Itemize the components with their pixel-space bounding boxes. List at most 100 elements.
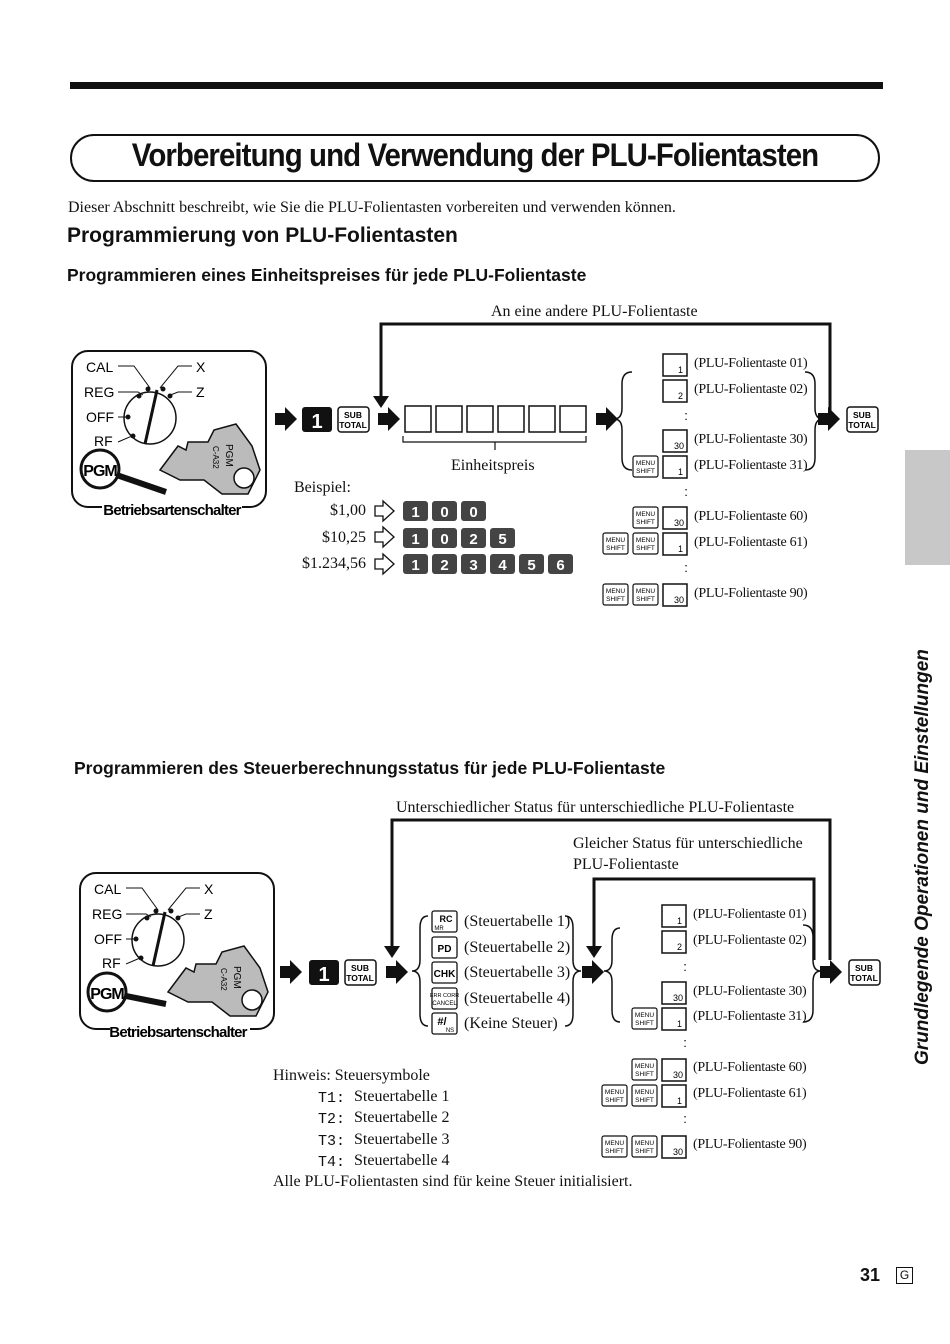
svg-text:1: 1: [677, 916, 682, 926]
tax-symbol-code: T4:: [318, 1154, 346, 1171]
svg-text:SHIFT: SHIFT: [636, 468, 655, 475]
svg-text:ERR CORR: ERR CORR: [430, 993, 459, 999]
plu-label: (PLU-Folientaste 61): [694, 535, 808, 550]
svg-text:TOTAL: TOTAL: [339, 420, 367, 430]
mode-x-label: X: [196, 359, 206, 375]
top-rule: [70, 82, 883, 89]
flow-row-1: 1 SUB TOTAL SUB TOTAL: [275, 322, 879, 471]
tax-symbol-code: T1:: [318, 1090, 346, 1107]
mode-reg-label: REG: [84, 384, 114, 400]
svg-text:SUB: SUB: [351, 963, 369, 973]
svg-text:1: 1: [318, 964, 329, 986]
svg-text:30: 30: [674, 441, 684, 451]
svg-text:SHIFT: SHIFT: [635, 1020, 654, 1027]
svg-text:REG: REG: [92, 906, 122, 922]
svg-text:SHIFT: SHIFT: [606, 596, 625, 603]
chapter-tab: [905, 450, 950, 565]
page-language-letter: G: [896, 1267, 913, 1284]
svg-text:CANCEL: CANCEL: [432, 1001, 457, 1007]
tax-symbol-code: T2:: [318, 1111, 346, 1128]
svg-text:1: 1: [411, 557, 419, 574]
svg-text:MENU: MENU: [606, 537, 625, 544]
section2-heading: Programmieren des Steuerberechnungsstatu…: [74, 758, 666, 778]
loop-label-inner-2: PLU-Folientaste: [573, 856, 679, 873]
example-label: Beispiel:: [294, 479, 351, 496]
mode-switch-1: CAL REG OFF RF X Z PGM C-A32 PGM Betrieb…: [71, 350, 267, 519]
tax-symbol-code: T3:: [318, 1133, 346, 1150]
svg-text:PGM: PGM: [83, 463, 117, 480]
svg-text:TOTAL: TOTAL: [346, 973, 374, 983]
svg-text:5: 5: [498, 531, 506, 548]
svg-text::: :: [684, 484, 688, 499]
svg-text:2: 2: [677, 942, 682, 952]
loop-label-inner-1: Gleicher Status für unterschiedliche: [573, 835, 803, 852]
note-title: Hinweis: Steuersymbole: [273, 1067, 430, 1084]
svg-text:SUB: SUB: [853, 410, 871, 420]
svg-text:SHIFT: SHIFT: [635, 1097, 654, 1104]
plu-label: (PLU-Folientaste 02): [694, 382, 808, 397]
svg-text:5: 5: [527, 557, 535, 574]
svg-text:1: 1: [678, 365, 683, 375]
svg-text:RF: RF: [102, 955, 121, 971]
svg-text:NS: NS: [446, 1028, 454, 1034]
example-amount-2: $10,25: [322, 529, 366, 546]
svg-text:C-A32: C-A32: [211, 446, 220, 469]
svg-text::: :: [684, 408, 688, 423]
svg-text:SUB: SUB: [855, 963, 873, 973]
mode-cal-label: CAL: [86, 359, 113, 375]
mode-z-label: Z: [196, 384, 205, 400]
svg-text:SHIFT: SHIFT: [636, 596, 655, 603]
plu-label: (PLU-Folientaste 02): [693, 933, 807, 948]
svg-text::: :: [683, 959, 687, 974]
plu-label: (PLU-Folientaste 61): [693, 1086, 807, 1101]
svg-text:#/: #/: [437, 1016, 446, 1028]
note-footer: Alle PLU-Folientasten sind für keine Ste…: [273, 1173, 633, 1190]
svg-text:CAL: CAL: [94, 881, 121, 897]
svg-text:0: 0: [469, 504, 477, 521]
mode-switch-caption: Betriebsartenschalter: [103, 502, 241, 519]
section-heading: Programmierung von PLU-Folientasten: [67, 224, 458, 247]
svg-text:Betriebsartenschalter: Betriebsartenschalter: [109, 1024, 247, 1041]
svg-text:C-A32: C-A32: [219, 968, 228, 991]
title-frame: [70, 134, 880, 182]
section1-heading: Programmieren eines Einheitspreises für …: [67, 265, 587, 285]
svg-text:30: 30: [673, 993, 683, 1003]
plu-label: (PLU-Folientaste 30): [693, 984, 807, 999]
tax-symbol-text: Steuertabelle 1: [354, 1088, 450, 1105]
svg-text:CHK: CHK: [434, 969, 456, 980]
svg-text:PGM: PGM: [223, 444, 234, 467]
intro-text: Dieser Abschnitt beschreibt, wie Sie die…: [68, 199, 676, 216]
svg-text:SHIFT: SHIFT: [606, 545, 625, 552]
loop-label-outer: Unterschiedlicher Status für unterschied…: [396, 799, 795, 816]
tax-option: (Keine Steuer): [464, 1015, 558, 1032]
plu-label: (PLU-Folientaste 01): [693, 907, 807, 922]
svg-text:PGM: PGM: [90, 986, 124, 1003]
svg-text:MENU: MENU: [636, 588, 655, 595]
svg-text:SHIFT: SHIFT: [635, 1148, 654, 1155]
plu-label: (PLU-Folientaste 60): [693, 1060, 807, 1075]
plu-label: (PLU-Folientaste 01): [694, 356, 808, 371]
svg-text:MENU: MENU: [635, 1140, 654, 1147]
svg-text:2: 2: [440, 557, 448, 574]
svg-text:MENU: MENU: [635, 1012, 654, 1019]
plu-label: (PLU-Folientaste 60): [694, 509, 808, 524]
loop-label-1: An eine andere PLU-Folientaste: [491, 303, 698, 320]
svg-text::: :: [683, 1111, 687, 1126]
svg-text:X: X: [204, 881, 214, 897]
svg-text:6: 6: [556, 557, 564, 574]
tax-symbol-text: Steuertabelle 3: [354, 1131, 450, 1148]
svg-text:0: 0: [440, 504, 448, 521]
svg-text:1: 1: [411, 504, 419, 521]
mode-rf-label: RF: [94, 433, 113, 449]
mode-off-label: OFF: [86, 409, 114, 425]
example-amount-1: $1,00: [330, 502, 366, 519]
tax-option: (Steuertabelle 1): [464, 913, 571, 930]
svg-text:PD: PD: [438, 944, 452, 955]
svg-text:30: 30: [673, 1147, 683, 1157]
svg-text:MENU: MENU: [606, 588, 625, 595]
tax-symbol-text: Steuertabelle 4: [354, 1152, 450, 1169]
plu-label: (PLU-Folientaste 31): [693, 1009, 807, 1024]
svg-text:4: 4: [498, 557, 507, 574]
